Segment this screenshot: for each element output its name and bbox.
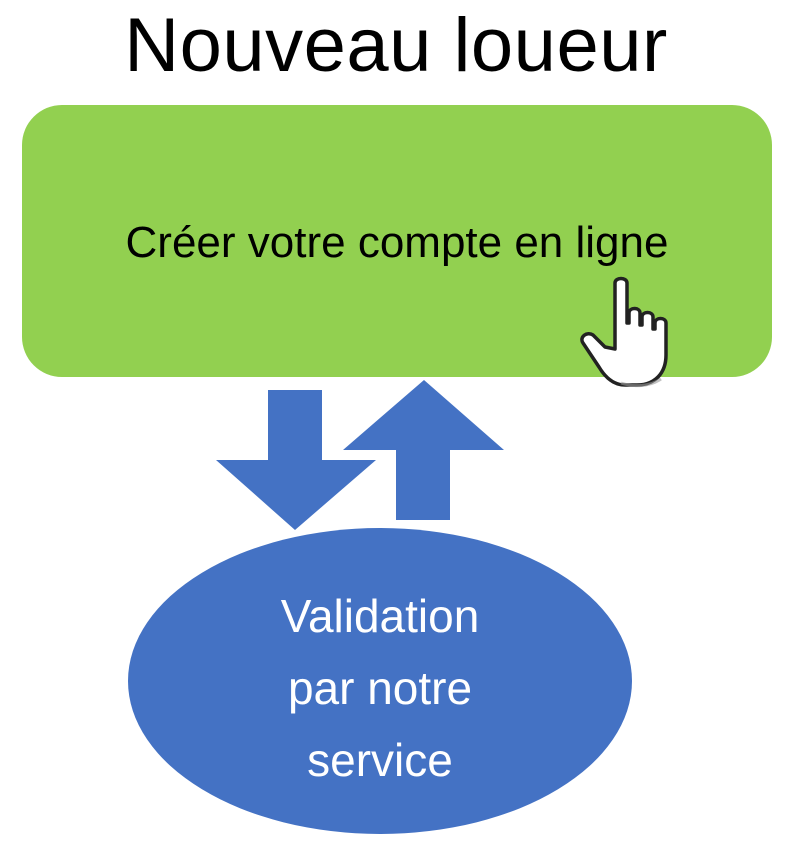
diagram-title: Nouveau loueur bbox=[124, 3, 668, 88]
validation-line-3: service bbox=[307, 734, 453, 786]
validation-line-1: Validation bbox=[280, 590, 480, 642]
hand-pointer-icon bbox=[580, 276, 668, 388]
validation-label: Validation par notre service bbox=[128, 580, 632, 796]
create-account-box[interactable]: Créer votre compte en ligne bbox=[22, 105, 772, 377]
validation-line-2: par notre bbox=[287, 662, 473, 714]
arrow-down-icon bbox=[216, 390, 376, 530]
create-account-label: Créer votre compte en ligne bbox=[125, 218, 669, 267]
arrows bbox=[216, 380, 504, 530]
validation-ellipse: Validation par notre service bbox=[128, 528, 632, 834]
arrow-up-icon bbox=[343, 380, 504, 520]
